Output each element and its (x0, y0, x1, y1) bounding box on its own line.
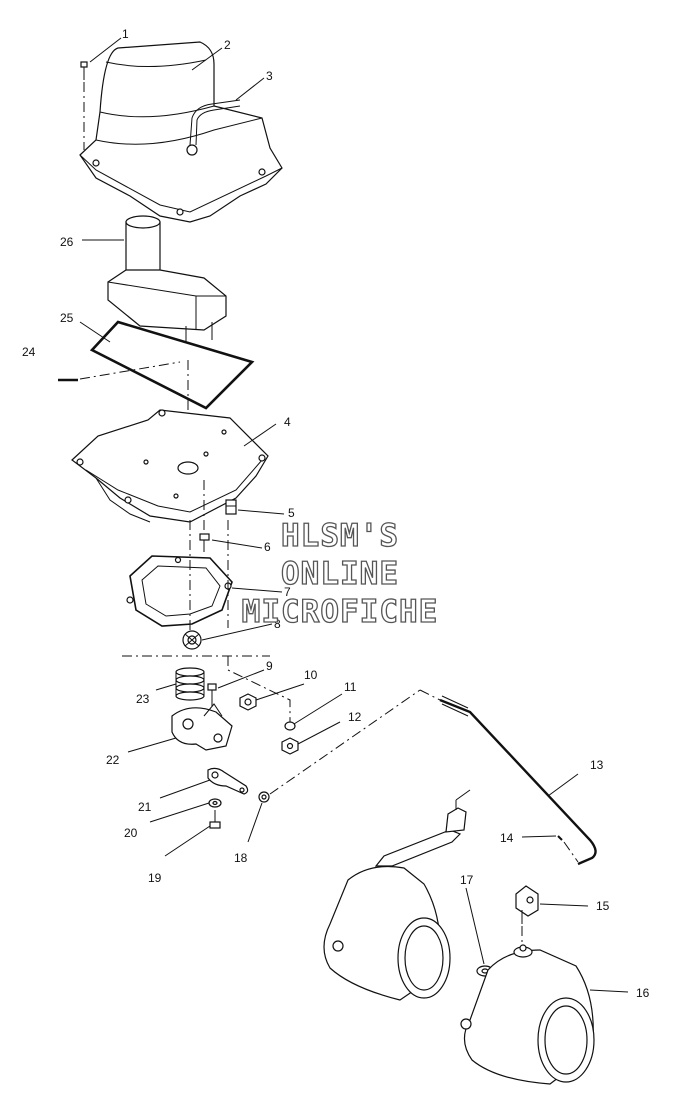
callout-26: 26 (60, 235, 74, 249)
part-9-pin (207, 683, 217, 706)
callout-11: 11 (344, 680, 357, 694)
callout-20: 20 (124, 826, 138, 840)
callout-10: 10 (304, 668, 318, 682)
callout-24: 24 (22, 345, 36, 359)
watermark-line-1: HLSM'S (281, 518, 399, 554)
callout-13: 13 (590, 758, 604, 772)
callout-6: 6 (264, 540, 271, 554)
part-21-arm (207, 767, 249, 795)
part-14-clip (557, 835, 579, 863)
callout-1: 1 (122, 27, 129, 41)
part-3-hose-fitting (186, 99, 241, 156)
part-12-nut (281, 737, 299, 755)
part-2-cover (79, 41, 283, 223)
callout-labels: 1 2 3 4 5 6 7 8 9 10 11 12 13 14 15 16 1… (22, 27, 650, 1000)
callout-5: 5 (288, 506, 295, 520)
callout-21: 21 (138, 800, 152, 814)
callout-8: 8 (274, 617, 281, 631)
callout-3: 3 (266, 69, 273, 83)
part-23-spring (175, 667, 205, 701)
watermark: HLSM'S ONLINE MICROFICHE (241, 517, 439, 630)
callout-19: 19 (148, 871, 162, 885)
leader-lines (79, 37, 629, 993)
callout-16: 16 (636, 986, 650, 1000)
part-4-base-plate (71, 409, 269, 523)
callout-17: 17 (460, 873, 474, 887)
callout-22: 22 (106, 753, 120, 767)
part-25-gasket (89, 320, 255, 410)
part-19-screw (209, 810, 221, 829)
part-26-cylinder (125, 215, 161, 279)
callout-15: 15 (596, 899, 610, 913)
watermark-line-2: ONLINE (281, 556, 399, 592)
part-18-ball-joint (258, 791, 270, 803)
part-16-nozzle (460, 944, 595, 1085)
insert-block (107, 269, 227, 360)
callout-18: 18 (234, 851, 248, 865)
callout-4: 4 (284, 415, 291, 429)
part-15-swivel (515, 885, 539, 946)
callout-14: 14 (500, 831, 514, 845)
part-20-washer (208, 798, 222, 808)
part-11-washer (284, 721, 296, 731)
callout-23: 23 (136, 692, 150, 706)
callout-12: 12 (348, 710, 362, 724)
callout-2: 2 (224, 38, 231, 52)
part-6-screw (199, 480, 210, 552)
nozzle-left (323, 789, 471, 1001)
watermark-line-3: MICROFICHE (242, 594, 439, 630)
part-13-rod (419, 689, 597, 866)
part-5-nipple (225, 499, 237, 515)
part-10-nut (239, 693, 257, 711)
part-7-diaphragm-gasket (126, 555, 233, 627)
part-24-pin (58, 361, 181, 382)
part-22-cam (171, 703, 233, 751)
part-1-screw (80, 61, 88, 150)
callout-9: 9 (266, 659, 273, 673)
callout-7: 7 (284, 585, 291, 599)
callout-25: 25 (60, 311, 74, 325)
part-8-bearing (182, 630, 202, 650)
